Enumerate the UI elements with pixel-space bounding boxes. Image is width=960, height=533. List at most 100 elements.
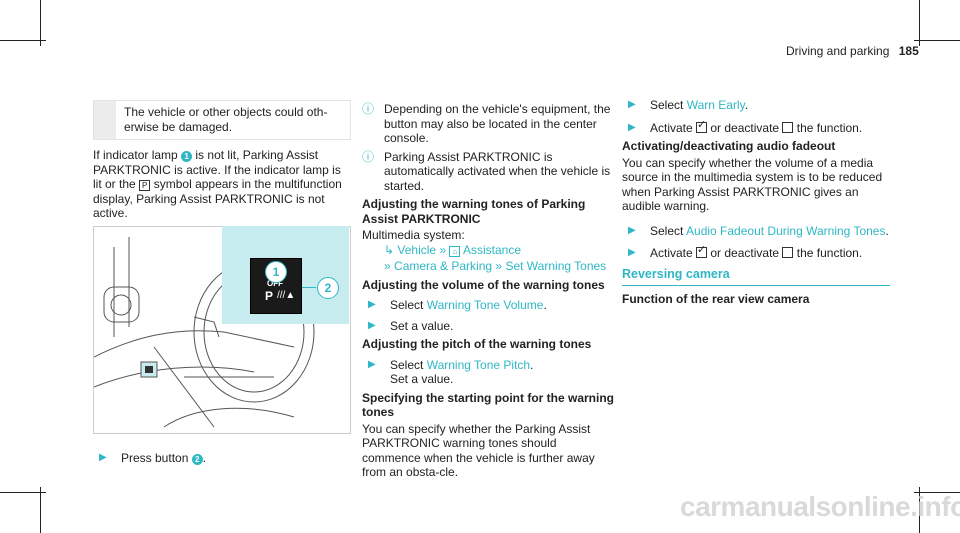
chevron-icon: »	[384, 259, 391, 273]
step-arrow-icon: ▶	[628, 121, 636, 133]
info-icon: ⓘ	[362, 149, 375, 164]
crop-mark	[919, 487, 920, 533]
assistance-icon: ⌂	[449, 245, 461, 257]
step-text: Activate	[650, 120, 693, 135]
step-text: Press button	[121, 451, 189, 465]
link-audio-fadeout[interactable]: Audio Fadeout During Warning Tones	[686, 223, 886, 238]
menu-path: ↳ Vehicle » ⌂ Assistance » Camera & Park…	[362, 243, 618, 274]
step-arrow-icon: ▶	[368, 358, 376, 370]
step-text: or deactivate	[710, 120, 780, 135]
system-label: Multimedia system:	[362, 228, 465, 242]
link-warning-tone-volume[interactable]: Warning Tone Volume	[426, 298, 544, 312]
crop-mark	[40, 0, 41, 46]
figure-callout-2: 2	[317, 277, 339, 299]
para-part: is not lit, Parking Assist PARKTRONIC is…	[93, 148, 341, 191]
menu-assistance[interactable]: Assistance	[463, 242, 522, 257]
info-text: Depending on the vehicle's equipment, th…	[384, 102, 611, 145]
crop-mark	[919, 0, 920, 46]
step-arrow-icon: ▶	[99, 452, 107, 463]
running-header: Driving and parking 185	[786, 44, 919, 59]
press-button-step: ▶ Press button 2.	[93, 451, 351, 466]
heading-warning-tones: Adjusting the warning tones of Parking A…	[362, 197, 586, 226]
step-end: .	[202, 451, 207, 465]
chevron-icon: »	[439, 242, 447, 257]
step-text: Select	[650, 223, 684, 238]
left-paragraph: If indicator lamp 1 is not lit, Parking …	[93, 148, 351, 221]
callout-2-icon: 2	[191, 454, 203, 465]
checkbox-empty-icon	[782, 247, 794, 258]
link-warning-tone-pitch[interactable]: Warning Tone Pitch	[426, 357, 531, 372]
step-activate-1: ▶ Activate or deactivate the function.	[622, 118, 894, 136]
crop-mark	[0, 40, 46, 41]
middle-column: ⓘ Depending on the vehicle's equipment, …	[362, 102, 618, 480]
para-part: If indicator lamp	[93, 148, 178, 162]
step-text: Select	[390, 357, 424, 372]
step-text: the function.	[796, 120, 863, 135]
heading-rear-view: Function of the rear view camera	[622, 292, 810, 306]
info-icon: ⓘ	[362, 102, 375, 116]
warning-note: The vehicle or other objects could oth-e…	[93, 100, 351, 140]
step-end: .	[530, 357, 534, 372]
callout-2-leader	[302, 287, 316, 288]
crop-mark	[40, 487, 41, 533]
step-end: .	[744, 98, 749, 112]
info-1: ⓘ Depending on the vehicle's equipment, …	[362, 102, 618, 146]
info-text: Parking Assist PARKTRONIC is automatical…	[384, 149, 611, 193]
off-label: OFF	[267, 279, 283, 288]
return-arrow-icon: ↳	[384, 242, 395, 257]
dashboard-drawing	[94, 237, 315, 428]
checkbox-checked-icon	[696, 118, 708, 133]
right-column: ▶ Select Warn Early. ▶ Activate or deact…	[622, 98, 894, 265]
menu-camera-parking[interactable]: Camera & Parking	[394, 259, 493, 273]
step-arrow-icon: ▶	[368, 299, 376, 310]
step-text: Set a value.	[390, 318, 454, 333]
step-text: Select	[390, 298, 424, 312]
crop-mark	[914, 40, 960, 41]
step-set-value: ▶ Set a value.	[362, 319, 618, 334]
callout-1-icon: 1	[181, 151, 193, 162]
heading-volume: Adjusting the volume of the warning tone…	[362, 277, 605, 292]
checkbox-checked-icon	[696, 243, 708, 258]
audio-fadeout-text: You can specify whether the volume of a …	[622, 155, 883, 214]
p-label: P	[265, 289, 274, 303]
sensor-waves-icon: ///▲	[277, 290, 296, 301]
starting-point-text: You can specify whether the Parking Assi…	[362, 421, 595, 480]
checkbox-empty-icon	[782, 121, 794, 133]
step-text: or deactivate	[710, 246, 780, 260]
step-arrow-icon: ▶	[368, 319, 376, 331]
heading-starting-point: Specifying the starting point for the wa…	[362, 390, 615, 420]
step-end: .	[885, 223, 889, 238]
crop-mark	[914, 492, 960, 493]
parking-symbol-icon: P	[139, 180, 151, 191]
watermark: carmanualsonline.info	[680, 491, 960, 522]
page-number: 185	[898, 44, 919, 58]
step-arrow-icon: ▶	[628, 99, 636, 110]
step-text: Set a value.	[390, 372, 454, 386]
step-text: Activate	[650, 246, 693, 260]
heading-audio-fadeout: Activating/deactivating audio fadeout	[622, 139, 836, 153]
heading-pitch: Adjusting the pitch of the warning tones	[362, 337, 592, 351]
note-bar	[94, 101, 116, 139]
menu-vehicle[interactable]: Vehicle	[397, 242, 437, 257]
section-rule	[622, 285, 890, 286]
step-select-volume: ▶ Select Warning Tone Volume.	[362, 298, 618, 313]
section-title: Reversing camera	[622, 267, 730, 281]
info-2: ⓘ Parking Assist PARKTRONIC is automatic…	[362, 150, 618, 194]
chevron-icon: »	[495, 259, 503, 273]
menu-set-warning[interactable]: Set Warning Tones	[505, 259, 607, 273]
step-activate-2: ▶ Activate or deactivate the function.	[622, 243, 894, 261]
step-select-audio-fadeout: ▶ Select Audio Fadeout During Warning To…	[622, 224, 894, 239]
crop-mark	[0, 492, 46, 493]
step-text: Select	[650, 98, 684, 112]
step-select-warn-early: ▶ Select Warn Early.	[622, 98, 894, 113]
step-arrow-icon: ▶	[628, 247, 636, 258]
step-arrow-icon: ▶	[628, 224, 636, 236]
link-warn-early[interactable]: Warn Early	[686, 98, 745, 112]
para-part: symbol appears in the multifunction disp…	[93, 177, 342, 220]
step-select-pitch: ▶ Select Warning Tone Pitch. Set a value.	[362, 358, 618, 387]
step-end: .	[543, 298, 547, 312]
section-name: Driving and parking	[786, 44, 890, 58]
note-text: The vehicle or other objects could oth-e…	[124, 105, 328, 134]
step-text: the function.	[796, 246, 863, 260]
figure-callout-1: 1	[265, 261, 287, 283]
